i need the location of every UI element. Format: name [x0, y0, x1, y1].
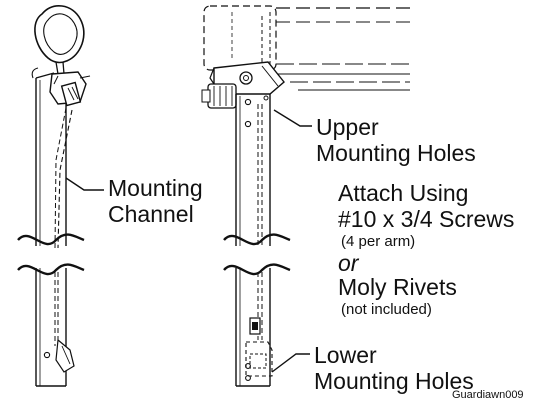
swivel-bracket-icon: [49, 71, 91, 107]
right-break-marks: [223, 233, 291, 276]
crank-handle-icon: [34, 5, 85, 75]
attach-line-1: Attach Using: [338, 180, 469, 206]
figure-code: Guardiawn009: [452, 389, 524, 401]
awning-rails: [276, 63, 410, 91]
lower-holes-label-2: Mounting Holes: [314, 368, 474, 394]
attach-line-4: or: [338, 250, 359, 276]
right-arm-assembly: [201, 5, 410, 387]
upper-hole-2: [244, 120, 252, 128]
attach-line-2: #10 x 3/4 Screws: [338, 206, 515, 232]
mounting-channel-leader: [65, 177, 104, 191]
leader-lines: [65, 109, 312, 373]
attach-line-6: (not included): [341, 301, 432, 318]
left-arm-assembly: [17, 5, 91, 387]
upper-holes-leader: [273, 109, 312, 127]
left-break-marks: [17, 233, 85, 276]
right-channel-lower: [235, 268, 273, 387]
folded-arm-dashed: [57, 109, 73, 249]
upper-holes-label-2: Mounting Holes: [316, 140, 476, 166]
mounting-channel-label-2: Channel: [108, 201, 194, 227]
upper-hole-1: [244, 98, 252, 106]
lower-holes-leader: [271, 353, 310, 373]
left-channel-upper: [31, 67, 67, 246]
folded-arm-dashed-inner: [54, 107, 67, 249]
lower-hole-1: [245, 363, 251, 369]
lower-hole-2: [245, 375, 251, 381]
upper-holes-label-1: Upper: [316, 114, 379, 140]
attach-line-3: (4 per arm): [341, 233, 416, 250]
mounting-channel-label-1: Mounting: [108, 175, 203, 201]
lower-holes-label-1: Lower: [314, 342, 377, 368]
left-channel-lower: [35, 268, 75, 387]
awning-roller: [203, 5, 410, 71]
right-channel-upper: [235, 94, 271, 246]
thumbscrew-knob-icon: [201, 83, 237, 109]
attach-line-5: Moly Rivets: [338, 274, 457, 300]
